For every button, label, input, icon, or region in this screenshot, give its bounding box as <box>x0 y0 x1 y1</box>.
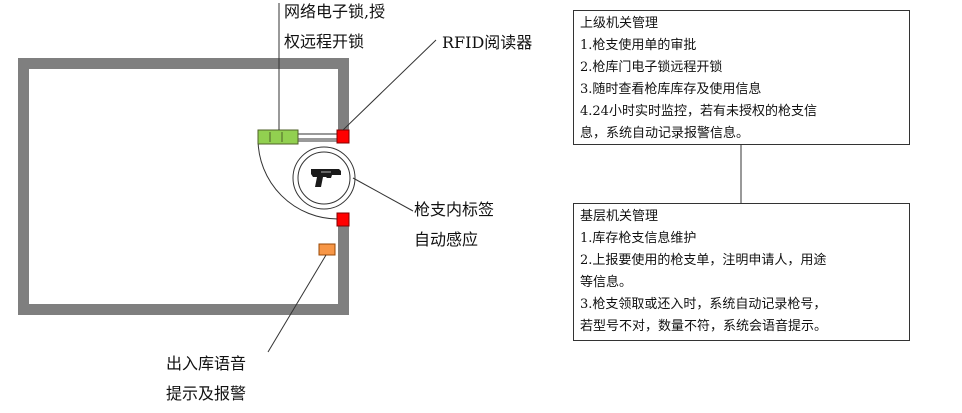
alarm-callout-line <box>267 254 327 353</box>
lower-box-item: 3.枪支领取或还入时，系统自动记录枪号， <box>580 297 827 312</box>
door-swing-arc <box>257 138 339 220</box>
lower-box-item: 等信息。 <box>580 275 633 290</box>
upper-management-box: 上级机关管理 1.枪支使用单的审批 2.枪库门电子锁远程开锁 3.随时查看枪库库… <box>573 10 910 145</box>
upper-box-item: 3.随时查看枪库库存及使用信息 <box>580 82 762 97</box>
gun-tag-label-line-1: 枪支内标签 <box>414 200 495 219</box>
rfid-reader-bottom <box>336 212 350 227</box>
voice-alarm-label-line-1: 出入库语音 <box>166 354 247 373</box>
voice-alarm-speaker <box>318 243 336 256</box>
rfid-sensing-inner <box>297 151 351 205</box>
upper-box-item: 2.枪库门电子锁远程开锁 <box>580 60 723 75</box>
rfid-reader-top <box>336 129 350 144</box>
upper-box-item: 1.枪支使用单的审批 <box>580 38 697 53</box>
network-lock-label-line-1: 网络电子锁,授 <box>284 2 386 21</box>
lower-box-title: 基层机关管理 <box>580 209 659 224</box>
upper-box-item: 4.24小时实时监控，若有未授权的枪支信 <box>580 104 817 119</box>
tag-callout-line <box>352 177 414 212</box>
rfid-reader-label-text: RFID阅读器 <box>442 33 533 52</box>
lower-box-item: 若型号不对，数量不符，系统会语音提示。 <box>580 319 828 334</box>
pistol-icon <box>311 169 341 187</box>
rfid-reader-label: RFID阅读器 <box>442 28 532 58</box>
upper-box-title: 上级机关管理 <box>580 16 659 31</box>
lower-box-item: 1.库存枪支信息维护 <box>580 231 697 246</box>
network-lock <box>257 129 299 145</box>
upper-box-item: 息，系统自动记录报警信息。 <box>580 126 750 141</box>
voice-alarm-label: 出入库语音 提示及报警 <box>166 349 246 409</box>
network-lock-label: 网络电子锁,授 权远程开锁 <box>284 0 385 57</box>
voice-alarm-label-line-2: 提示及报警 <box>166 384 247 403</box>
lower-box-item: 2.上报要使用的枪支单，注明申请人，用途 <box>580 253 827 268</box>
gun-tag-label: 枪支内标签 自动感应 <box>414 195 494 255</box>
rfid-callout-line <box>342 39 437 131</box>
gun-tag-label-line-2: 自动感应 <box>414 230 479 249</box>
network-lock-label-line-2: 权远程开锁 <box>284 32 365 51</box>
lower-management-box: 基层机关管理 1.库存枪支信息维护 2.上报要使用的枪支单，注明申请人，用途 等… <box>573 203 910 341</box>
